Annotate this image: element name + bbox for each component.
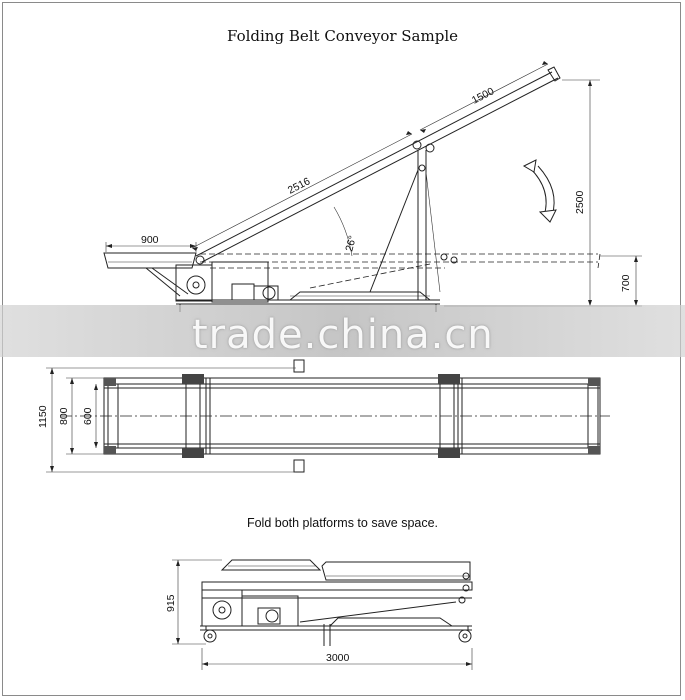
fold-caption: Fold both platforms to save space. xyxy=(246,516,439,530)
inclined-belt xyxy=(195,71,553,257)
plan-bracket xyxy=(182,374,204,384)
dim-900: 900 xyxy=(141,234,159,246)
caster-wheel xyxy=(203,629,217,643)
dim-3000: 3000 xyxy=(326,652,350,664)
caster-wheel xyxy=(458,629,472,643)
drive-wheel xyxy=(186,275,206,295)
dim-800: 800 xyxy=(58,407,70,425)
folded-view: 915 3000 xyxy=(165,559,473,670)
dim-2516: 2516 xyxy=(286,175,312,196)
dim-700: 700 xyxy=(620,274,632,292)
angle-label: 26° xyxy=(343,234,359,252)
rotate-arrow-icon xyxy=(529,167,547,217)
motor xyxy=(231,283,255,301)
drawing-title: Folding Belt Conveyor Sample xyxy=(226,27,459,45)
dim-2500: 2500 xyxy=(574,190,586,214)
folded-platform-left xyxy=(220,559,322,571)
plan-view: 1150 800 600 xyxy=(37,359,610,473)
folded-platform-right xyxy=(321,561,471,581)
side-view: 26° 900 2516 1500 2500 xyxy=(103,61,642,312)
dim-915: 915 xyxy=(165,594,177,612)
dim-1150: 1150 xyxy=(37,405,49,428)
watermark-text: trade.china.cn xyxy=(192,312,494,358)
left-platform xyxy=(103,252,197,269)
folded-drive-box xyxy=(201,589,243,627)
dim-1500: 1500 xyxy=(470,85,496,106)
hinge-pin xyxy=(412,140,422,150)
watermark-band xyxy=(0,305,685,357)
folded-motor xyxy=(257,607,281,625)
dim-600: 600 xyxy=(82,407,94,425)
angle-arc xyxy=(333,206,353,257)
